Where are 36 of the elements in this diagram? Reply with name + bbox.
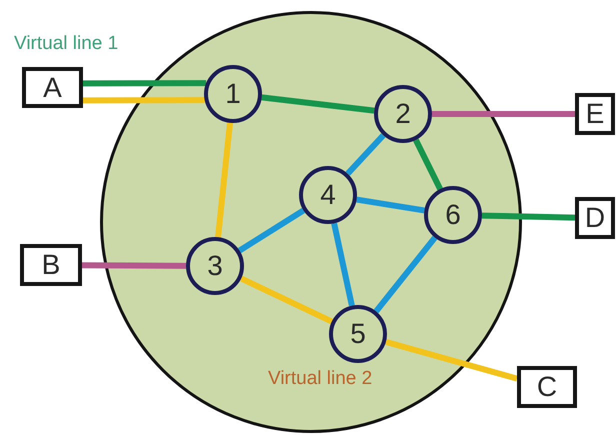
line-label: Virtual line 1 xyxy=(14,33,118,55)
link-line xyxy=(331,222,355,306)
router-node xyxy=(424,186,482,244)
link-line xyxy=(374,236,438,314)
node-label: 6 xyxy=(445,201,461,229)
link-line xyxy=(482,212,576,221)
link-line xyxy=(240,276,334,324)
node-label: E xyxy=(586,100,604,128)
endpoint-box xyxy=(20,244,82,286)
endpoint-box xyxy=(517,366,577,408)
node-label: 3 xyxy=(207,252,223,280)
node-label: 5 xyxy=(350,320,366,348)
link-line xyxy=(385,338,518,382)
node-label: 4 xyxy=(320,181,336,209)
link-line xyxy=(356,196,425,214)
link-line xyxy=(238,208,306,254)
link-line xyxy=(215,122,233,238)
endpoint-box xyxy=(575,197,615,239)
line-label: Virtual line 2 xyxy=(268,368,372,390)
link-line xyxy=(82,80,206,86)
router-node xyxy=(329,305,387,363)
node-label: 1 xyxy=(225,80,241,108)
link-line xyxy=(82,262,186,269)
link-line xyxy=(82,97,205,104)
endpoint-box xyxy=(575,93,615,135)
link-line xyxy=(261,94,375,114)
node-label: 2 xyxy=(395,100,411,128)
node-label: C xyxy=(536,373,558,401)
node-label: A xyxy=(43,74,62,102)
link-line xyxy=(413,138,443,190)
link-line xyxy=(432,111,575,117)
router-node xyxy=(299,166,357,224)
endpoint-box xyxy=(22,67,83,108)
node-label: B xyxy=(42,251,60,279)
node-label: D xyxy=(584,204,606,232)
link-line xyxy=(346,133,386,176)
